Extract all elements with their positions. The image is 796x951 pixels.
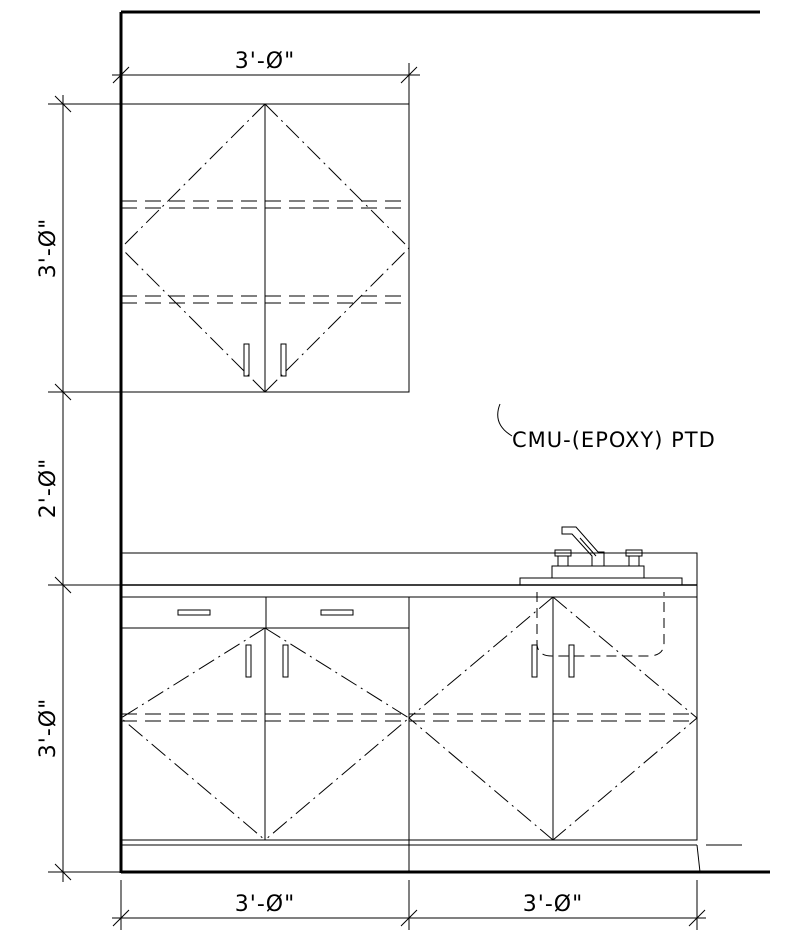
wall-finish-label: CMU-(EPOXY) PTD (512, 428, 716, 452)
upper-left-handle (243, 343, 250, 377)
countertop (120, 552, 698, 598)
base-left-handle-1 (245, 644, 252, 678)
upper-height-label: 3'-Ø" (36, 218, 61, 278)
dimension-upper-width: 3'-Ø" (112, 49, 420, 104)
upper-right-handle (280, 343, 287, 377)
drawer-pull-right (320, 609, 354, 616)
base-cabinets (120, 596, 742, 873)
drawer-pull-left (177, 609, 211, 616)
base-right-handle-1 (531, 644, 538, 678)
upper-width-label: 3'-Ø" (235, 49, 295, 74)
faucet-icon (519, 526, 683, 586)
wall-finish-note: CMU-(EPOXY) PTD (497, 403, 716, 452)
base-left-width-label: 3'-Ø" (235, 892, 295, 917)
base-right-width-label: 3'-Ø" (523, 892, 583, 917)
base-left-handle-2 (282, 644, 289, 678)
upper-cabinet (120, 103, 410, 393)
dimension-vertical (48, 95, 121, 882)
base-right-handle-2 (568, 644, 575, 678)
gap-height-label: 2'-Ø" (36, 458, 61, 518)
base-height-label: 3'-Ø" (36, 698, 61, 758)
dimension-base-width (112, 880, 706, 930)
sink-bowl (536, 592, 665, 657)
